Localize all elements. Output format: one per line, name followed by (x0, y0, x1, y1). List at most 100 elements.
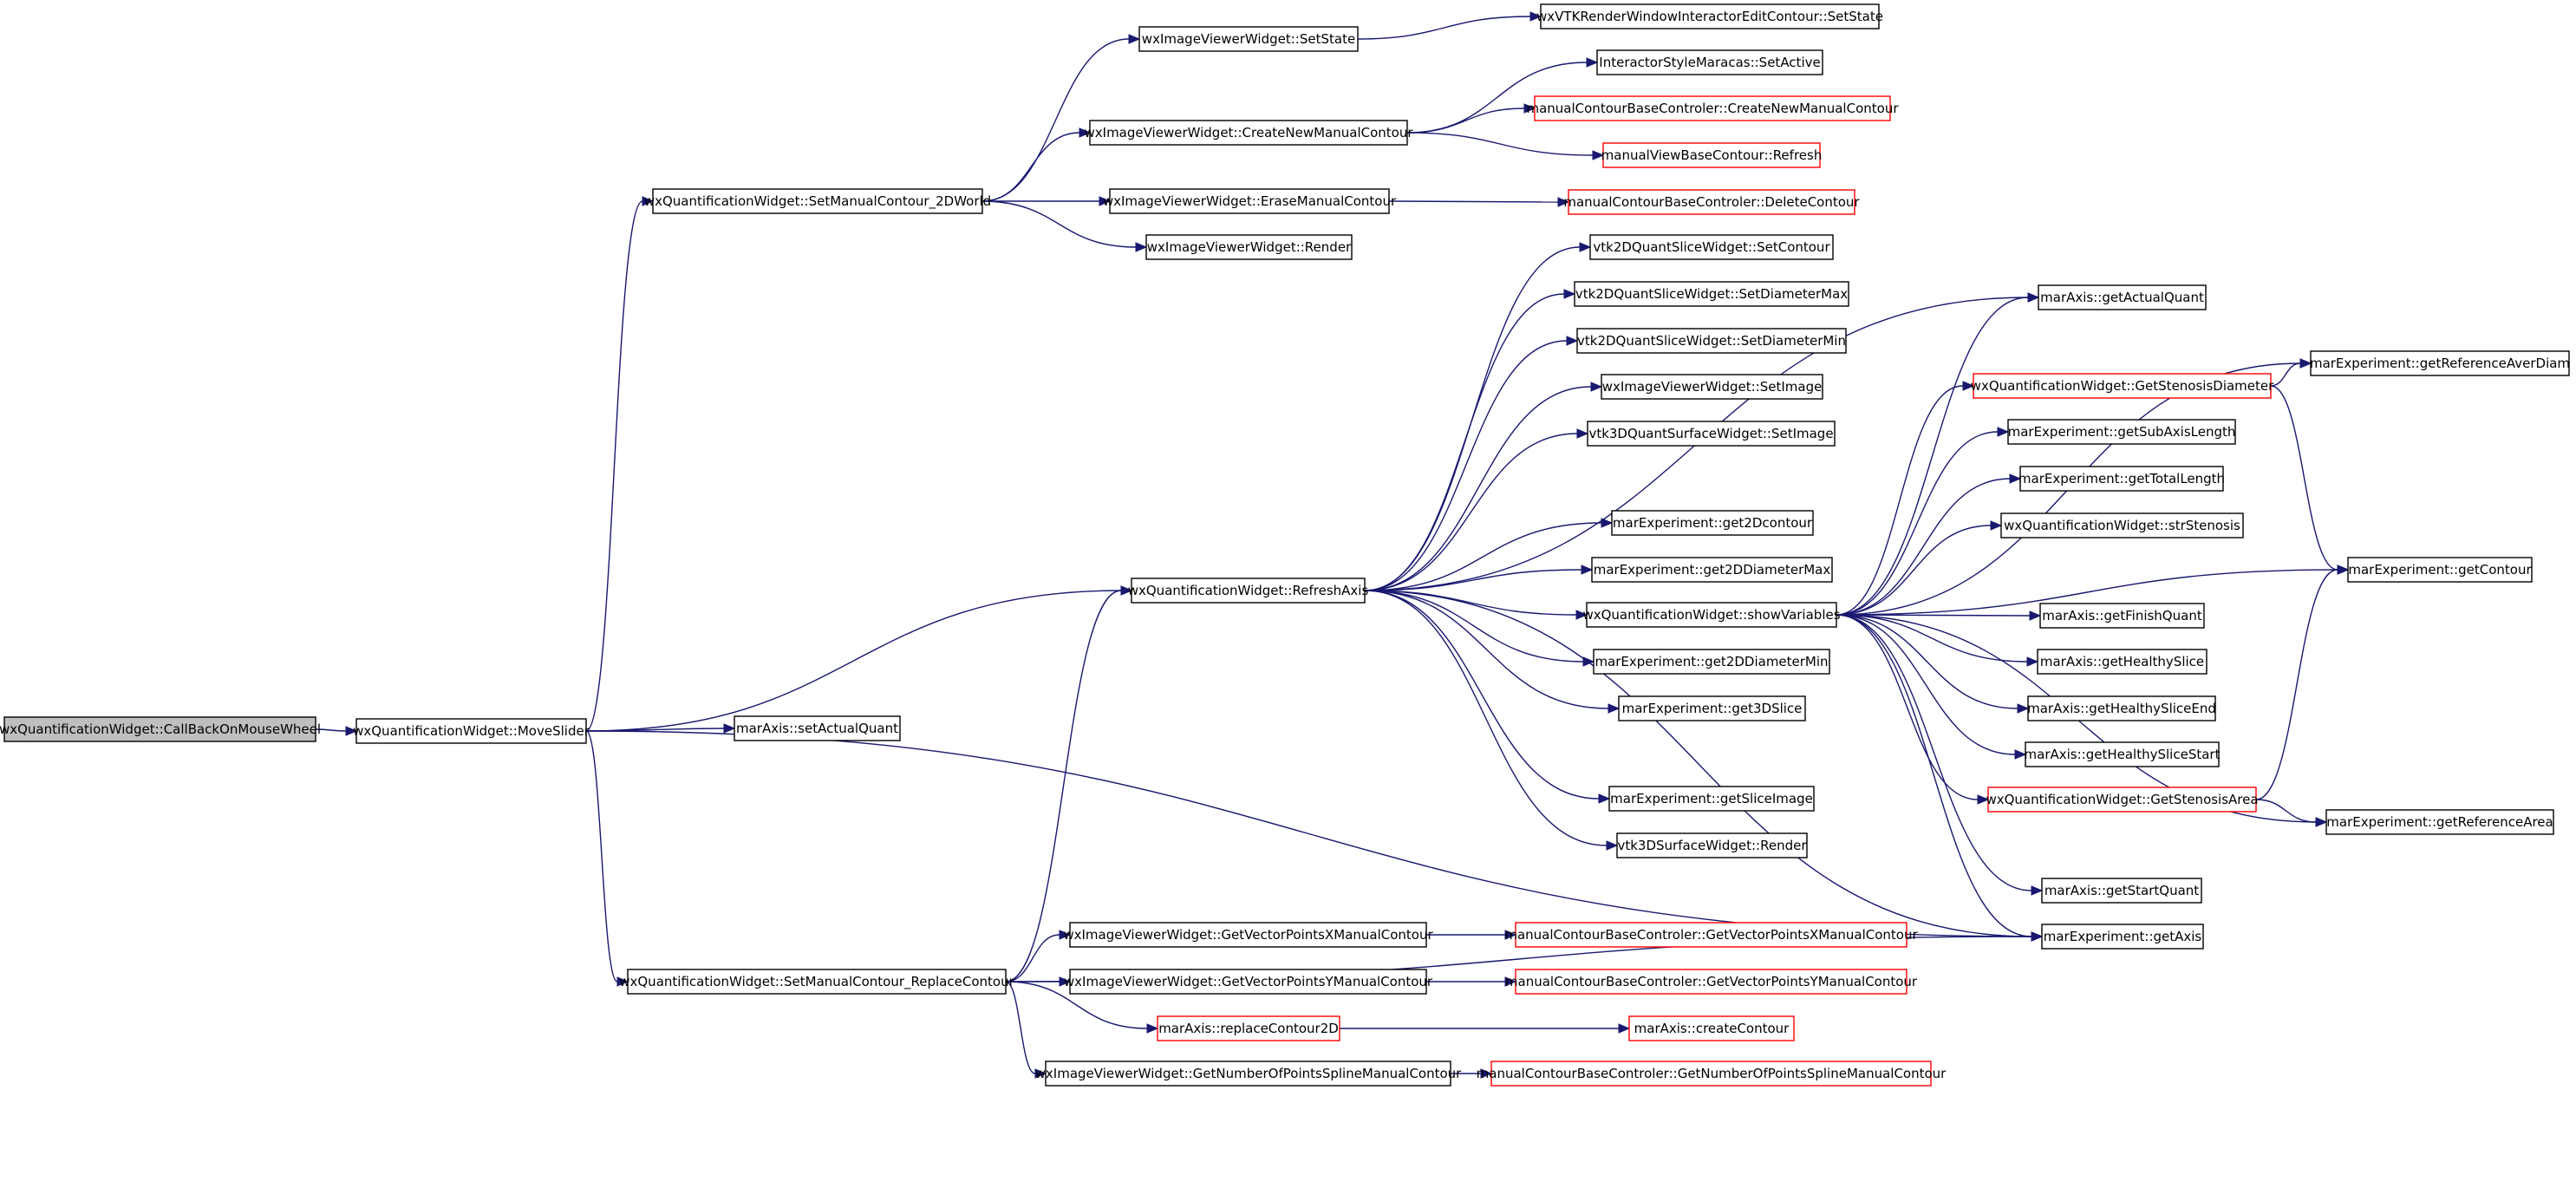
node-ivw-getvectorpointsx[interactable]: wxImageViewerWidget::GetVectorPointsXMan… (1063, 922, 1433, 948)
node-ivw-setstate[interactable]: wxImageViewerWidget::SetState (1138, 26, 1359, 52)
node-mcbc-deletecontour[interactable]: manualContourBaseControler::DeleteContou… (1563, 189, 1860, 215)
node-label: marExperiment::get3DSlice (1622, 701, 1803, 716)
edge-line (1005, 590, 1122, 982)
edge-n_showvars-to-n_ma_getfinishquant (1836, 610, 2042, 621)
edge-n_showvars-to-n_ma_gethealthyslicestart (1836, 614, 2027, 760)
edge-arrowhead (2031, 885, 2044, 896)
node-label: wxImageViewerWidget::Render (1147, 239, 1352, 255)
node-interactorstyle-setactive[interactable]: InteractorStyleMaracas::SetActive (1596, 49, 1823, 75)
node-vtk2d-setdiametermax[interactable]: vtk2DQuantSliceWidget::SetDiameterMax (1574, 281, 1849, 307)
node-mcbc-getnumberofpointsspline[interactable]: manualContourBaseControler::GetNumberOfP… (1477, 1061, 1947, 1087)
node-label: marAxis::getStartQuant (2044, 883, 2199, 898)
node-label: marExperiment::getContour (2348, 562, 2532, 578)
edge-line (585, 590, 1122, 732)
edge-n_refreshaxis-to-n_showvars (1364, 590, 1588, 620)
node-label: marAxis::replaceContour2D (1158, 1021, 1339, 1036)
node-ma-gethealthysliceend[interactable]: marAxis::getHealthySliceEnd (2027, 695, 2216, 721)
node-label: manualContourBaseControler::DeleteContou… (1563, 194, 1860, 210)
node-ma-gethealthyslice[interactable]: marAxis::getHealthySlice (2037, 649, 2208, 675)
node-me-getreferenceaverdiam[interactable]: marExperiment::getReferenceAverDiam (2310, 350, 2570, 376)
node-label: marExperiment::get2DDiameterMax (1594, 562, 1831, 578)
edge-n_setmcrepl-to-n_ma_replacecontour2d (1005, 981, 1159, 1034)
node-me-getcontour[interactable]: marExperiment::getContour (2347, 557, 2533, 583)
node-mcbc-getvectorpointsy[interactable]: manualContourBaseControler::GetVectorPoi… (1505, 969, 1918, 995)
node-callbackonmousewheel[interactable]: wxQuantificationWidget::CallBackOnMouseW… (0, 716, 321, 742)
node-vtk3d-render[interactable]: vtk3DSurfaceWidget::Render (1616, 832, 1808, 858)
edge-n_ma_replacecontour2d-to-n_ma_createcontour (1340, 1023, 1631, 1034)
node-me-get3dslice[interactable]: marExperiment::get3DSlice (1618, 695, 1806, 721)
node-ma-replacecontour2d[interactable]: marAxis::replaceContour2D (1157, 1015, 1340, 1041)
node-label: marAxis::getHealthySliceEnd (2027, 701, 2216, 716)
node-ivw-erasemanualcontour[interactable]: wxImageViewerWidget::EraseManualContour (1103, 188, 1397, 214)
node-strstenosis[interactable]: wxQuantificationWidget::strStenosis (2000, 512, 2244, 539)
node-me-getaxis[interactable]: marExperiment::getAxis (2041, 924, 2204, 950)
edge-n_cbomw-to-n_moveslider (315, 726, 358, 736)
edge-n_setmc2d-to-n_ivw_setstate (981, 34, 1141, 202)
node-me-getsubaxislength[interactable]: marExperiment::getSubAxisLength (2007, 419, 2236, 445)
node-vtkrenderwindow-setstate[interactable]: wxVTKRenderWindowInteractorEditContour::… (1536, 3, 1883, 29)
edge-line (1364, 293, 1565, 591)
node-getstenosisarea[interactable]: wxQuantificationWidget::GetStenosisArea (1986, 787, 2259, 813)
edge-line (981, 200, 1137, 248)
node-manualview-refresh[interactable]: manualViewBaseContour::Refresh (1601, 142, 1823, 168)
edge-line (1836, 614, 1979, 800)
node-me-gettotallength[interactable]: marExperiment::getTotalLength (2018, 466, 2225, 492)
node-me-getsliceimage[interactable]: marExperiment::getSliceImage (1608, 786, 1815, 812)
edge-arrowhead (1504, 976, 1517, 987)
node-ma-getfinishquant[interactable]: marAxis::getFinishQuant (2039, 603, 2205, 629)
node-refreshaxis[interactable]: wxQuantificationWidget::RefreshAxis (1128, 578, 1369, 604)
node-me-getreferencearea[interactable]: marExperiment::getReferenceArea (2325, 809, 2554, 835)
edge-line (1836, 614, 2028, 663)
edge-n_showvars-to-n_me_getaxis (1836, 614, 2044, 942)
node-setactualquant[interactable]: marAxis::setActualQuant (734, 715, 901, 741)
edge-arrowhead (1557, 197, 1570, 207)
node-showvariables[interactable]: wxQuantificationWidget::showVariables (1582, 602, 1841, 628)
node-getstenosisdiameter[interactable]: wxQuantificationWidget::GetStenosisDiame… (1971, 373, 2274, 399)
node-ivw-render[interactable]: wxImageViewerWidget::Render (1145, 234, 1353, 260)
edge-arrowhead (1977, 794, 1990, 805)
node-ma-getactualquant[interactable]: marAxis::getActualQuant (2038, 284, 2207, 310)
node-label: vtk2DQuantSliceWidget::SetDiameterMin (1577, 333, 1846, 349)
node-ivw-getnumberofpointsspline[interactable]: wxImageViewerWidget::GetNumberOfPointsSp… (1035, 1061, 1463, 1087)
node-label: wxQuantificationWidget::MoveSlider (353, 723, 590, 739)
node-setmanualcontour-2dworld[interactable]: wxQuantificationWidget::SetManualContour… (644, 188, 991, 214)
node-moveslider[interactable]: wxQuantificationWidget::MoveSlider (353, 718, 590, 744)
node-ma-createcontour[interactable]: marAxis::createContour (1628, 1015, 1795, 1041)
edge-arrowhead (1579, 242, 1592, 252)
node-vtk2d-setdiametermin[interactable]: vtk2DQuantSliceWidget::SetDiameterMin (1576, 328, 1847, 354)
nodes-layer: wxQuantificationWidget::CallBackOnMouseW… (0, 3, 2570, 1087)
node-me-get2dcontour[interactable]: marExperiment::get2Dcontour (1611, 510, 1814, 536)
edge-n_refreshaxis-to-n_me_get2ddmax (1364, 565, 1594, 591)
node-ivw-setimage[interactable]: wxImageViewerWidget::SetImage (1601, 374, 1823, 400)
edge-line (1364, 386, 1592, 591)
node-me-get2ddiametermin[interactable]: marExperiment::get2DDiameterMin (1593, 649, 1830, 675)
edge-arrowhead (1575, 610, 1588, 620)
edge-arrowhead (1962, 381, 1975, 391)
edge-line (1836, 569, 2338, 616)
edge-arrowhead (1563, 289, 1576, 299)
edge-n_setmcrepl-to-n_ivw_gvpx (1005, 930, 1072, 982)
edge-arrowhead (1598, 793, 1611, 804)
edge-arrowhead (1990, 520, 2003, 531)
node-mcbc-getvectorpointsx[interactable]: manualContourBaseControler::GetVectorPoi… (1504, 922, 1918, 948)
node-label: wxQuantificationWidget::showVariables (1582, 607, 1840, 623)
node-ma-getstartquant[interactable]: marAxis::getStartQuant (2041, 878, 2202, 904)
node-vtk2d-setcontour[interactable]: vtk2DQuantSliceWidget::SetContour (1589, 234, 1834, 260)
node-vtk3d-setimage[interactable]: vtk3DQuantSurfaceWidget::SetImage (1587, 421, 1836, 447)
node-ivw-getvectorpointsy[interactable]: wxImageViewerWidget::GetVectorPointsYMan… (1064, 969, 1433, 995)
node-setmanualcontour-replacecontour[interactable]: wxQuantificationWidget::SetManualContour… (619, 969, 1015, 995)
edge-n_moveslider-to-n_refreshaxis (585, 585, 1133, 732)
edge-line (585, 730, 2032, 937)
edge-arrowhead (2299, 358, 2312, 369)
edge-arrowhead (1576, 428, 1589, 439)
node-label: vtk2DQuantSliceWidget::SetContour (1593, 239, 1830, 255)
node-label: wxQuantificationWidget::CallBackOnMouseW… (0, 721, 321, 737)
node-ma-gethealthyslicestart[interactable]: marAxis::getHealthySliceStart (2025, 741, 2221, 767)
node-me-get2ddiametermax[interactable]: marExperiment::get2DDiameterMax (1591, 557, 1833, 583)
edge-arrowhead (1586, 57, 1599, 68)
edge-line (1364, 340, 1568, 591)
node-ivw-createnewmanualcontour[interactable]: wxImageViewerWidget::CreateNewManualCont… (1085, 120, 1414, 146)
edge-line (1836, 297, 2029, 616)
node-mcbc-createnewmanualcontour[interactable]: manualContourBaseControler::CreateNewMan… (1526, 95, 1899, 121)
